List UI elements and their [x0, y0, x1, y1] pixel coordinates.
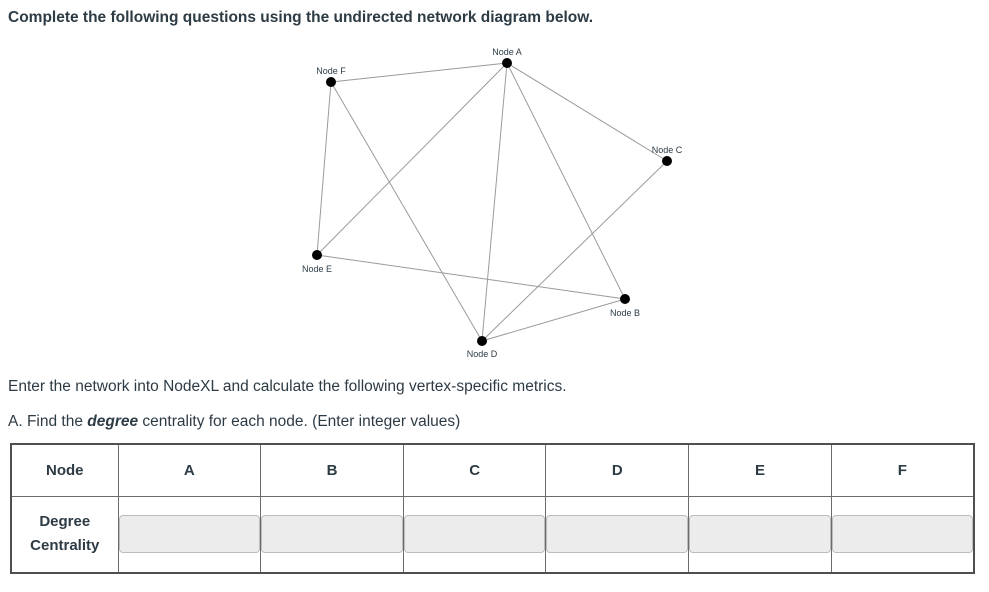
col-header-node: Node	[10, 443, 119, 497]
answer-cell-f	[830, 495, 975, 574]
col-header-b: B	[260, 443, 404, 497]
degree-input-b[interactable]	[261, 515, 403, 554]
page-title: Complete the following questions using t…	[8, 9, 594, 26]
network-diagram: Node A Node F Node C Node E Node B Node D	[302, 47, 683, 359]
edge-f-e	[316, 81, 332, 256]
node-label-d: Node D	[467, 349, 498, 359]
degree-input-e[interactable]	[689, 515, 831, 554]
node-b	[620, 294, 630, 304]
node-label-b: Node B	[610, 308, 640, 318]
instruction-text: Enter the network into NodeXL and calcul…	[8, 378, 567, 395]
edge-c-d	[481, 160, 668, 342]
question-a-text: A. Find the degree centrality for each n…	[8, 412, 460, 431]
question-a-emphasis: degree	[87, 413, 139, 430]
node-label-f: Node F	[316, 66, 346, 76]
degree-input-d[interactable]	[546, 515, 689, 554]
degree-centrality-table: Node A B C D E F Degree Centrality	[10, 443, 975, 574]
col-header-c: C	[402, 443, 547, 497]
degree-input-a[interactable]	[118, 515, 261, 554]
question-a-prefix: A. Find the	[8, 413, 88, 430]
edge-a-b	[506, 62, 626, 300]
edge-a-f	[330, 62, 508, 83]
answer-cell-e	[688, 495, 832, 574]
table-header-row: Node A B C D E F	[10, 443, 975, 497]
degree-input-f[interactable]	[831, 515, 973, 554]
answer-cell-b	[260, 495, 404, 574]
edge-d-b	[481, 298, 626, 342]
edge-a-c	[506, 62, 668, 162]
node-a	[502, 58, 512, 68]
answer-cell-d	[545, 495, 690, 574]
col-header-f: F	[830, 443, 975, 497]
edge-f-d	[330, 81, 483, 342]
node-d	[477, 336, 487, 346]
edge-e-b	[316, 254, 626, 300]
node-f	[326, 77, 336, 87]
node-e	[312, 250, 322, 260]
col-header-e: E	[688, 443, 832, 497]
degree-input-c[interactable]	[403, 515, 546, 554]
degree-centrality-row: Degree Centrality	[10, 495, 975, 574]
node-label-e: Node E	[302, 264, 332, 274]
answer-cell-c	[402, 495, 547, 574]
node-label-c: Node C	[652, 145, 683, 155]
col-header-d: D	[545, 443, 690, 497]
node-c	[662, 156, 672, 166]
answer-cell-a	[117, 495, 262, 574]
edge-a-d	[481, 62, 508, 342]
node-label-a: Node A	[492, 47, 522, 57]
col-header-a: A	[117, 443, 262, 497]
edge-a-e	[316, 62, 508, 256]
row-label-degree-centrality: Degree Centrality	[10, 495, 119, 574]
question-a-suffix: centrality for each node. (Enter integer…	[138, 413, 461, 430]
